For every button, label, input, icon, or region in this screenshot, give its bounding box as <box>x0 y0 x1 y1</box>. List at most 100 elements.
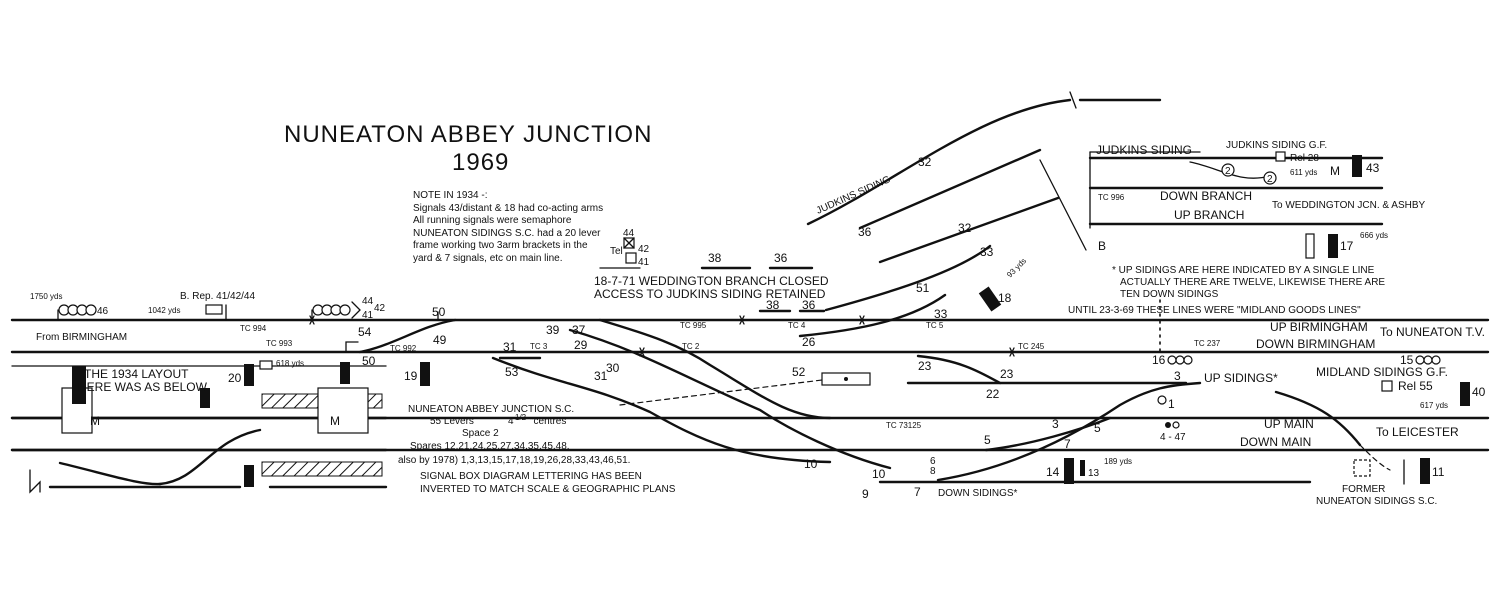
lever-number: 33 <box>980 245 994 259</box>
branch-curve <box>798 293 947 338</box>
lever-number: 29 <box>574 338 588 352</box>
lever-number: 14 <box>1046 465 1060 479</box>
leader-line <box>619 379 823 406</box>
lever-number: 52 <box>792 365 806 379</box>
signal-13 <box>1080 460 1085 476</box>
box-spares: Spares 12,21,24,25,27,34,35,45,48. <box>410 441 570 452</box>
branch-diagonal <box>1039 159 1087 251</box>
lever-number: 31 <box>594 369 608 383</box>
lever-number: 41 <box>362 310 374 321</box>
lever-number: 50 <box>432 305 446 319</box>
lever-number: 43 <box>1366 161 1380 175</box>
lever-number: 36 <box>774 251 788 265</box>
track-circuit-label: TC 73125 <box>886 421 922 430</box>
lever-number: 17 <box>1340 239 1354 253</box>
branch-curve <box>824 244 992 312</box>
signal-box-info: NUNEATON ABBEY JUNCTION S.C. 55 Levers 4… <box>398 404 676 495</box>
signal-17 <box>1328 234 1338 258</box>
distance-label: 189 yds <box>1104 457 1132 466</box>
box-space: Space 2 <box>462 428 499 439</box>
ground-frame-box <box>1381 380 1393 392</box>
ground-signal-2 <box>1263 171 1277 185</box>
lever-number: 36 <box>802 298 816 312</box>
m-label: M <box>1330 164 1340 178</box>
crossover-main <box>598 318 832 420</box>
track-circuit-label: TC 5 <box>926 321 944 330</box>
lever-number: 1 <box>1168 397 1175 411</box>
track-circuit-label: TC 996 <box>1098 193 1125 202</box>
line-name: Rel 28 <box>1290 153 1319 164</box>
diagram-year: 1969 <box>452 149 509 176</box>
line-name: JUDKINS SIDING <box>1096 143 1192 157</box>
lever-number: 33 <box>934 307 948 321</box>
up-sidings-crossover <box>936 381 1202 482</box>
line-name: MIDLAND SIDINGS G.F. <box>1316 365 1448 379</box>
lever-number: 54 <box>358 325 372 339</box>
inset-m-label: M <box>330 414 340 428</box>
joint-ticks <box>309 315 1015 357</box>
line-name: Rel 55 <box>1398 379 1433 393</box>
lever-number: 41 <box>638 257 650 268</box>
line-name: JUDKINS SIDING G.F. <box>1226 140 1327 151</box>
note-line: frame working two 3arm brackets in the <box>413 240 588 251</box>
up-sidings-note-line: ACTUALLY THERE ARE TWELVE, LIKEWISE THER… <box>1120 277 1385 288</box>
ground-signal-lamp <box>1172 421 1180 429</box>
lever-number: B <box>1098 239 1106 253</box>
midland-goods-note: UNTIL 23-3-69 THESE LINES WERE "MIDLAND … <box>1068 305 1361 316</box>
line-name: DOWN BRANCH <box>1160 189 1252 203</box>
inset-crossover <box>58 461 162 486</box>
distance-label: 617 yds <box>1420 401 1448 410</box>
line-name: UP BIRMINGHAM <box>1270 320 1368 334</box>
up-sidings-note-line: * UP SIDINGS ARE HERE INDICATED BY A SIN… <box>1112 265 1375 276</box>
down-sidings-crossover <box>984 416 1112 452</box>
lever-number: 15 <box>1400 353 1414 367</box>
repeater-box <box>205 304 223 315</box>
branch-parallel <box>878 196 1060 264</box>
box-centres: 1/2 <box>515 413 527 422</box>
inset-m-label: M <box>90 414 100 428</box>
crossover-49-50 <box>358 318 457 354</box>
line-name: UP MAIN <box>1264 417 1314 431</box>
line-name: DOWN BIRMINGHAM <box>1256 337 1375 351</box>
judkins-stop-block <box>1069 91 1077 109</box>
lever-number: 23 <box>918 359 932 373</box>
layout-1934-inset: M M <box>10 362 388 494</box>
layout-1934-note: HERE WAS AS BELOW <box>78 380 208 394</box>
leicester-curve <box>1274 390 1362 447</box>
inset-signal <box>72 366 86 404</box>
signal-46-lamps <box>58 304 97 316</box>
lever-number: 38 <box>708 251 722 265</box>
judkins-siding-label: JUDKINS SIDING <box>815 174 893 217</box>
layout-1934-note: THE 1934 LAYOUT <box>84 367 189 381</box>
lever-number: 2 <box>1267 174 1273 185</box>
tel-label: Tel <box>610 246 623 257</box>
lever-number: 23 <box>1000 367 1014 381</box>
note-line: All running signals were semaphore <box>413 215 572 226</box>
box-levers: 55 Levers <box>430 416 474 427</box>
signal-20 <box>244 364 254 386</box>
track-circuit-label: TC 995 <box>680 321 707 330</box>
lever-number: 19 <box>404 369 418 383</box>
lever-number: 44 <box>362 296 374 307</box>
distance-label: 618 yds <box>276 359 304 368</box>
signal-43 <box>1352 155 1362 177</box>
signal-18 <box>978 286 1002 312</box>
lever-number: 53 <box>505 365 519 379</box>
box-centres: "centres <box>530 416 566 427</box>
crossover-up-down <box>568 328 892 470</box>
line-name: FORMER <box>1342 484 1385 495</box>
track-circuit-label: TC 4 <box>788 321 806 330</box>
lever-number: 30 <box>606 361 620 375</box>
note-line: NUNEATON SIDINGS S.C. had a 20 lever <box>413 228 601 239</box>
inset-ground-frame <box>29 469 41 494</box>
lever-number: 32 <box>918 155 932 169</box>
lever-number: 51 <box>916 281 930 295</box>
line-name: UP BRANCH <box>1174 208 1244 222</box>
box-name: NUNEATON ABBEY JUNCTION S.C. <box>408 404 574 415</box>
line-name: DOWN SIDINGS* <box>938 488 1018 499</box>
signal-41-42-44-lamps <box>312 301 361 319</box>
signal-11 <box>1420 458 1430 484</box>
distance-label: 666 yds <box>1360 231 1388 240</box>
lever-number: 42 <box>374 303 386 314</box>
